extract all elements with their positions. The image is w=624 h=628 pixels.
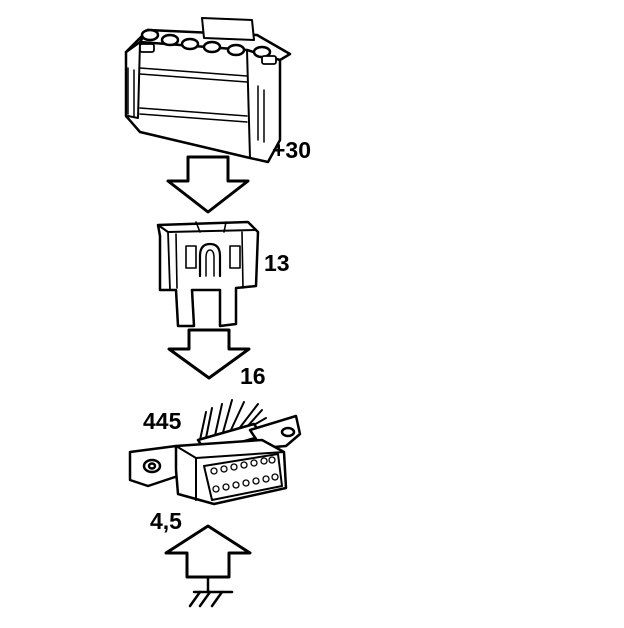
battery-icon	[124, 17, 292, 164]
ground-icon	[188, 575, 234, 608]
down-arrow-icon	[167, 328, 251, 380]
wire-number-label: 16	[240, 363, 266, 389]
down-arrow-icon	[166, 155, 250, 214]
battery-terminal-label: +30	[272, 137, 312, 163]
connector-number-label: 445	[143, 408, 182, 434]
diagnostic-connector-icon	[128, 399, 302, 506]
ground-pin-label: 4,5	[150, 508, 182, 534]
blade-fuse-icon	[156, 220, 260, 328]
fuse-number-label: 13	[264, 250, 290, 276]
